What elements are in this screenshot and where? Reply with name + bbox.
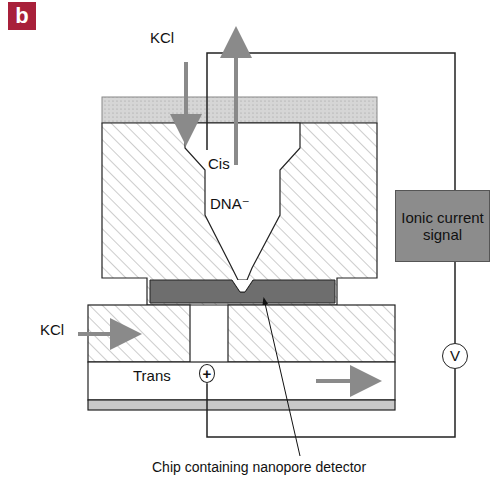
cis-chamber: [185, 123, 300, 280]
node-text: Ionic current signal: [400, 209, 485, 244]
node-text: V: [450, 347, 460, 364]
upper-block: [102, 123, 377, 305]
callout-text: Chip containing nanopore detector: [150, 460, 368, 475]
outflow-arrow: [234, 42, 238, 165]
node-text: +: [203, 365, 212, 382]
chamber-label: Trans: [133, 368, 171, 385]
lid: [102, 97, 377, 123]
molecule-label: DNA⁻: [210, 196, 250, 213]
voltage-source: V: [442, 343, 468, 369]
trans-chamber: [88, 362, 395, 400]
electrode-wire: [207, 53, 455, 190]
nanopore: [232, 280, 253, 292]
inflow-arrow: [78, 332, 126, 336]
fluid-label: KCl: [40, 322, 64, 339]
signal-box: Ionic current signal: [395, 190, 490, 262]
panel-letter: b: [8, 2, 36, 30]
outflow-arrow: [316, 379, 366, 383]
fluid-label: KCl: [150, 30, 174, 47]
chip: [150, 280, 335, 303]
lower-block: [228, 305, 395, 362]
wire-connector: [455, 262, 456, 343]
chamber-label: Cis: [208, 156, 230, 173]
node-text: b: [15, 3, 28, 28]
wire-connector: [207, 369, 455, 437]
base-plate: [88, 400, 395, 410]
inflow-arrow: [184, 62, 188, 130]
leader-line: [264, 299, 300, 456]
